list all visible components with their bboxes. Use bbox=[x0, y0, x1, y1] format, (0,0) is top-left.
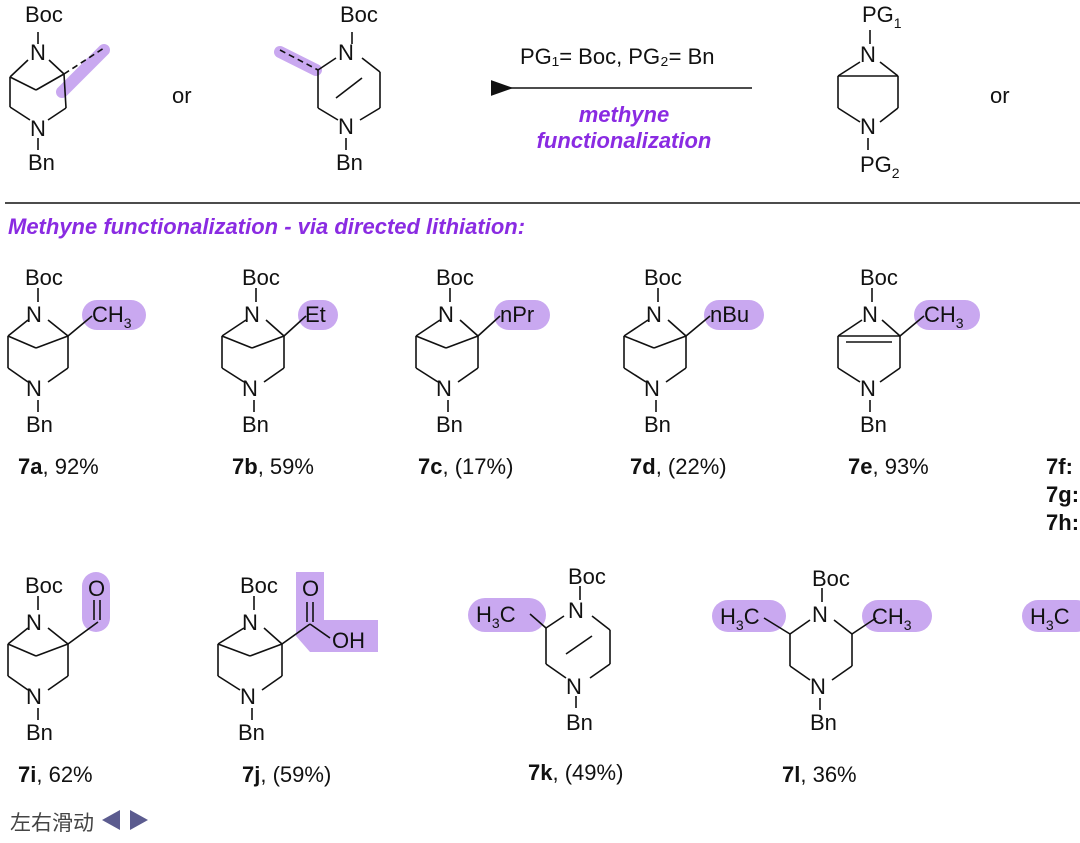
compound-partial-structure bbox=[1022, 600, 1080, 632]
compound-7h-caption: 7h: bbox=[1046, 510, 1079, 535]
label-bn: Bn bbox=[644, 412, 671, 437]
substituent-h3c: H3C bbox=[1030, 604, 1070, 633]
label-bn: Bn bbox=[28, 150, 55, 175]
substituent-ch3: CH3 bbox=[92, 302, 132, 331]
label-n: N bbox=[242, 610, 258, 635]
label-boc: Boc bbox=[25, 2, 63, 27]
label-bn: Bn bbox=[810, 710, 837, 735]
label-n: N bbox=[644, 376, 660, 401]
compound-7d-structure bbox=[623, 288, 764, 412]
label-boc: Boc bbox=[25, 573, 63, 598]
label-n: N bbox=[30, 40, 46, 65]
label-n: N bbox=[26, 610, 42, 635]
label-pg2: PG2 bbox=[860, 152, 900, 181]
substituent-oh: OH bbox=[332, 628, 365, 653]
label-boc: Boc bbox=[240, 573, 278, 598]
scroll-hint-label: 左右滑动 bbox=[10, 811, 94, 835]
label-bn: Bn bbox=[26, 412, 53, 437]
compound-7e-structure bbox=[837, 288, 980, 412]
label-n: N bbox=[26, 302, 42, 327]
label-n: N bbox=[812, 602, 828, 627]
reaction-condition: PG₁= Boc, PG₂= Bn bbox=[520, 44, 715, 69]
label-boc: Boc bbox=[436, 265, 474, 290]
label-n: N bbox=[568, 598, 584, 623]
substituent-npr: nPr bbox=[500, 302, 534, 327]
label-n: N bbox=[244, 302, 260, 327]
label-n: N bbox=[646, 302, 662, 327]
label-n: N bbox=[338, 40, 354, 65]
label-bn: Bn bbox=[336, 150, 363, 175]
label-boc: Boc bbox=[25, 265, 63, 290]
or-text-right: or bbox=[990, 83, 1010, 108]
label-n: N bbox=[436, 376, 452, 401]
label-bn: Bn bbox=[566, 710, 593, 735]
label-boc: Boc bbox=[860, 265, 898, 290]
substituent-h3c: H3C bbox=[476, 602, 516, 631]
label-pg1: PG1 bbox=[862, 2, 902, 31]
compound-7c-caption: 7c, (17%) bbox=[418, 454, 513, 479]
substituent-et: Et bbox=[305, 302, 326, 327]
compound-7b-structure bbox=[221, 288, 338, 412]
triangle-left-icon[interactable] bbox=[100, 808, 122, 837]
label-n: N bbox=[242, 376, 258, 401]
compound-7i-structure bbox=[7, 572, 110, 720]
compound-7i-caption: 7i, 62% bbox=[18, 762, 93, 787]
scroll-hint: 左右滑动 bbox=[10, 806, 150, 838]
label-n: N bbox=[566, 674, 582, 699]
substituent-ch3: CH3 bbox=[872, 604, 912, 633]
label-boc: Boc bbox=[242, 265, 280, 290]
label-n: N bbox=[810, 674, 826, 699]
starting-material-structure bbox=[837, 30, 899, 150]
or-text-left: or bbox=[172, 83, 192, 108]
compound-7f-caption: 7f: bbox=[1046, 454, 1073, 479]
label-n: N bbox=[860, 42, 876, 67]
compound-7k-structure bbox=[468, 586, 611, 708]
label-n: N bbox=[26, 376, 42, 401]
label-n: N bbox=[860, 376, 876, 401]
compound-7a-caption: 7a, 92% bbox=[18, 454, 99, 479]
substituent-o: O bbox=[302, 576, 319, 601]
compound-7j-structure bbox=[217, 572, 378, 720]
product-structure-bridged bbox=[274, 32, 381, 150]
label-bn: Bn bbox=[436, 412, 463, 437]
substituent-h3c: H3C bbox=[720, 604, 760, 633]
compound-7d-caption: 7d, (22%) bbox=[630, 454, 727, 479]
product-structure-bicyclic bbox=[9, 32, 110, 150]
label-n: N bbox=[438, 302, 454, 327]
label-n: N bbox=[862, 302, 878, 327]
label-boc: Boc bbox=[812, 566, 850, 591]
compound-7j-caption: 7j, (59%) bbox=[242, 762, 331, 787]
label-boc: Boc bbox=[340, 2, 378, 27]
compound-7k-caption: 7k, (49%) bbox=[528, 760, 623, 785]
label-n: N bbox=[26, 684, 42, 709]
label-boc: Boc bbox=[644, 265, 682, 290]
label-bn: Bn bbox=[860, 412, 887, 437]
compound-7a-structure bbox=[7, 288, 146, 412]
label-n: N bbox=[240, 684, 256, 709]
label-bn: Bn bbox=[238, 720, 265, 745]
label-boc: Boc bbox=[568, 564, 606, 589]
label-n: N bbox=[338, 114, 354, 139]
compound-7l-structure bbox=[712, 588, 932, 710]
label-n: N bbox=[860, 114, 876, 139]
compound-7b-caption: 7b, 59% bbox=[232, 454, 314, 479]
substituent-o: O bbox=[88, 576, 105, 601]
reagent-line2: functionalization bbox=[537, 128, 712, 153]
compound-7c-structure bbox=[415, 288, 550, 412]
compound-7g-caption: 7g: bbox=[1046, 482, 1079, 507]
label-n: N bbox=[30, 116, 46, 141]
reagent-line1: methyne bbox=[579, 102, 669, 127]
triangle-right-icon[interactable] bbox=[128, 808, 150, 837]
substituent-nbu: nBu bbox=[710, 302, 749, 327]
compound-7e-caption: 7e, 93% bbox=[848, 454, 929, 479]
substituent-ch3: CH3 bbox=[924, 302, 964, 331]
compound-7l-caption: 7l, 36% bbox=[782, 762, 857, 787]
label-bn: Bn bbox=[242, 412, 269, 437]
label-bn: Bn bbox=[26, 720, 53, 745]
section-heading: Methyne functionalization - via directed… bbox=[8, 214, 525, 239]
